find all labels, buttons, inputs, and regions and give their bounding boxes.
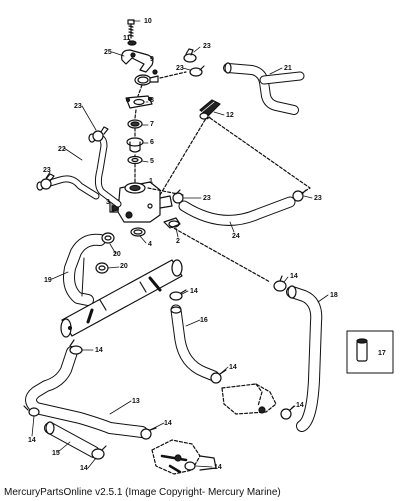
hose-clamp-part-20-lower [95, 262, 109, 274]
elbow-part-12 [199, 99, 221, 120]
label-part-14-b: 14 [290, 273, 298, 280]
label-part-18: 18 [330, 292, 338, 299]
fitting-part-2 [163, 217, 181, 229]
water-manifold [60, 259, 183, 338]
label-part-14-d: 14 [229, 364, 237, 371]
label-part-21: 21 [284, 65, 292, 72]
hose-clamp-part-14-bottom [184, 461, 196, 471]
label-part-14-h: 14 [80, 465, 88, 472]
label-part-23-e: 23 [203, 195, 211, 202]
label-part-14-f: 14 [164, 420, 172, 427]
label-part-5: 5 [150, 158, 154, 165]
bracket-part-25 [121, 49, 154, 73]
label-part-17: 17 [378, 350, 386, 357]
hose-clamp-part-14-hose13-end [140, 427, 157, 440]
label-part-14-g: 14 [28, 437, 36, 444]
thermostat-part-6 [126, 137, 144, 153]
hose-clamp-part-23-left [40, 173, 55, 190]
hose-part-24 [178, 196, 296, 226]
label-leader-lines [31, 20, 329, 469]
water-pump-outline [221, 383, 277, 415]
hose-clamp-part-14-manifold [169, 289, 187, 301]
label-part-14-i: 14 [214, 464, 222, 471]
thermostat-cover-part-8 [125, 95, 153, 109]
label-part-20-b: 20 [120, 263, 128, 270]
bolt-part-10 [127, 19, 135, 39]
hose-part-15 [44, 421, 100, 458]
label-part-23-b: 23 [176, 65, 184, 72]
hose-part-19 [63, 233, 106, 306]
label-part-14-c: 14 [95, 347, 103, 354]
copyright-caption: MercuryPartsOnline v2.5.1 (Image Copyrig… [4, 487, 281, 498]
label-part-2: 2 [176, 238, 180, 245]
hose-clamp-part-14-hose15 [91, 445, 107, 460]
label-part-15: 15 [52, 450, 60, 457]
seal-part-7 [127, 119, 143, 129]
hose-part-16 [170, 304, 220, 382]
hose-part-13 [25, 346, 148, 438]
label-part-23-d: 23 [43, 167, 51, 174]
label-part-9: 9 [150, 56, 154, 63]
label-part-1: 1 [149, 178, 153, 185]
label-part-24: 24 [232, 233, 240, 240]
hose-part-21 [223, 62, 305, 115]
hose-clamp-part-14-hose18 [273, 275, 287, 292]
hose-clamp-part-23-right-a [172, 189, 184, 204]
label-part-7: 7 [150, 121, 154, 128]
label-part-8: 8 [150, 97, 154, 104]
washer-part-11 [127, 40, 137, 46]
label-part-10: 10 [144, 18, 152, 25]
engine-block-outline [151, 439, 217, 475]
label-part-23-a: 23 [203, 43, 211, 50]
inset-box-part-17 [346, 330, 394, 374]
hose-clamp-part-14-hose13-left [23, 405, 40, 417]
hose-clamp-part-23-top-right [183, 48, 197, 63]
label-part-19: 19 [44, 277, 52, 284]
label-part-25: 25 [104, 49, 112, 56]
label-part-14-a: 14 [190, 288, 198, 295]
label-part-14-e: 14 [296, 402, 304, 409]
label-part-12: 12 [226, 112, 234, 119]
label-part-20-a: 20 [113, 251, 121, 258]
label-part-23-f: 23 [314, 195, 322, 202]
label-part-22: 22 [58, 146, 66, 153]
gasket-part-5 [127, 155, 143, 165]
hose-part-18 [286, 285, 323, 432]
label-part-13: 13 [132, 398, 140, 405]
clamp-part-4 [130, 227, 146, 237]
hose-clamp-part-14-hose16 [210, 369, 227, 384]
hose-clamp-part-23-right-b [292, 189, 307, 202]
hose-clamp-part-20-upper [101, 232, 115, 244]
hose-clamp-part-23-top-mid [189, 65, 205, 77]
label-part-3: 3 [106, 199, 110, 206]
label-part-6: 6 [150, 139, 154, 146]
thermostat-housing-part-1 [109, 181, 173, 223]
label-part-11: 11 [123, 35, 131, 42]
label-part-23-c: 23 [74, 103, 82, 110]
hose-clamp-part-14-hose13-top [69, 339, 83, 355]
label-part-4: 4 [148, 241, 152, 248]
hose-clamp-part-9 [134, 69, 159, 86]
part-labels: 10 11 25 9 8 7 6 5 1 3 4 2 12 21 22 24 1… [28, 18, 386, 472]
label-part-16: 16 [200, 317, 208, 324]
hose-clamp-part-23-upper-left [92, 126, 109, 142]
